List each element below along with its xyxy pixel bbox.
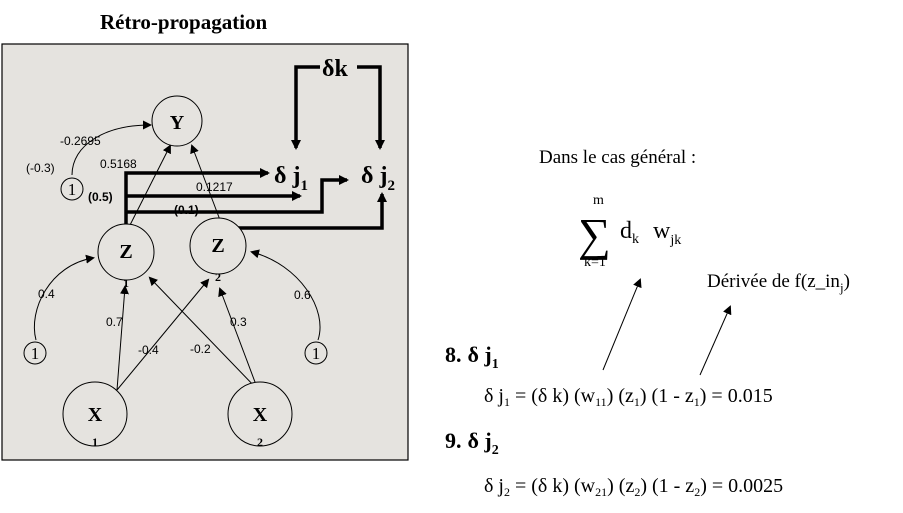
edge-x2-z1 [148, 276, 259, 391]
node-z1-sub: 1 [123, 276, 129, 290]
bias-node-y [60, 177, 84, 201]
node-x1-sub: 1 [92, 435, 98, 449]
delta-j1-label: δ j1 [274, 163, 308, 194]
node-z2-label: Z [211, 235, 224, 257]
weight-x1-z2: -0.4 [138, 343, 159, 357]
node-z2 [189, 217, 247, 275]
delta-k-label: δk [322, 56, 348, 82]
edge-bias-z2 [250, 249, 321, 341]
pointer-derivative [699, 305, 732, 376]
weight-z2-y: 0.1217 [196, 180, 233, 194]
node-x2-label: X [253, 404, 268, 426]
page-title: Rétro-propagation [100, 10, 268, 34]
bias-node-z1 [23, 341, 47, 365]
term-w: wjk [653, 218, 681, 248]
node-z1 [97, 223, 155, 281]
weight-z1-y: 0.5168 [100, 157, 137, 171]
node-x1 [62, 381, 128, 447]
sum-upper-limit: m [593, 193, 604, 208]
arrow-z2-to-dj2 [236, 192, 387, 230]
node-x1-label: X [88, 404, 103, 426]
weight-bias-z2: 0.6 [294, 288, 311, 302]
derivative-label: Dérivée de f(z_inj) [707, 271, 850, 295]
sum-symbol: ∑ [578, 209, 611, 260]
node-y-label: Y [170, 112, 185, 134]
weight-bias-y: -0.2695 [60, 134, 101, 148]
bias-y-label: 1 [68, 180, 77, 199]
delta-j1-main: δ j [274, 163, 300, 189]
node-z1-label: Z [119, 241, 132, 263]
edge-z1-y [125, 144, 171, 234]
step-8-equation: δ j1 = (δ k) (w11) (z1) (1 - z1) = 0.015 [484, 385, 773, 409]
step-9-equation: δ j2 = (δ k) (w21) (z2) (1 - z2) = 0.002… [484, 475, 783, 499]
arrow-z1-to-dj1 [124, 168, 270, 225]
step-9-heading: 9.δ j2 [445, 428, 499, 458]
delta-j2-main: δ j [361, 163, 387, 189]
arrow-dk-to-dj1 [291, 65, 320, 150]
edge-z2-y [190, 144, 221, 221]
term-d: dk [620, 218, 639, 247]
edge-x1-z1 [116, 285, 129, 391]
step-8-heading: 8.δ j1 [445, 342, 499, 372]
delta-j2-label: δ j2 [361, 163, 395, 194]
node-z2-sub: 2 [215, 270, 221, 284]
edge-x2-z2 [218, 287, 259, 391]
edge-bias-z1 [33, 254, 95, 341]
weight-x2-z1: -0.2 [190, 342, 211, 356]
weight-z2-y-new: (0.1) [174, 203, 199, 217]
general-case-label: Dans le cas général : [539, 147, 696, 168]
bias-z2-label: 1 [312, 344, 321, 363]
bias-node-z2 [304, 341, 328, 365]
delta-j2-sub: 2 [387, 178, 395, 194]
arrow-z1-to-dj2 [126, 175, 349, 214]
weight-bias-y-new: (-0.3) [26, 161, 55, 175]
node-y [151, 95, 203, 147]
bias-z1-label: 1 [31, 344, 40, 363]
weight-z1-y-new: (0.5) [88, 190, 113, 204]
edge-bias-y [71, 120, 152, 176]
sum-lower-limit: k=1 [584, 255, 606, 270]
weight-x1-z1: 0.7 [106, 315, 123, 329]
weight-bias-z1: 0.4 [38, 287, 55, 301]
weight-x2-z2: 0.3 [230, 315, 247, 329]
node-x2 [227, 381, 293, 447]
pointer-sum [602, 278, 642, 371]
delta-j1-sub: 1 [300, 178, 308, 194]
edge-x1-z2 [116, 278, 210, 391]
arrow-dk-to-dj2 [357, 65, 385, 150]
node-x2-sub: 2 [257, 435, 263, 449]
